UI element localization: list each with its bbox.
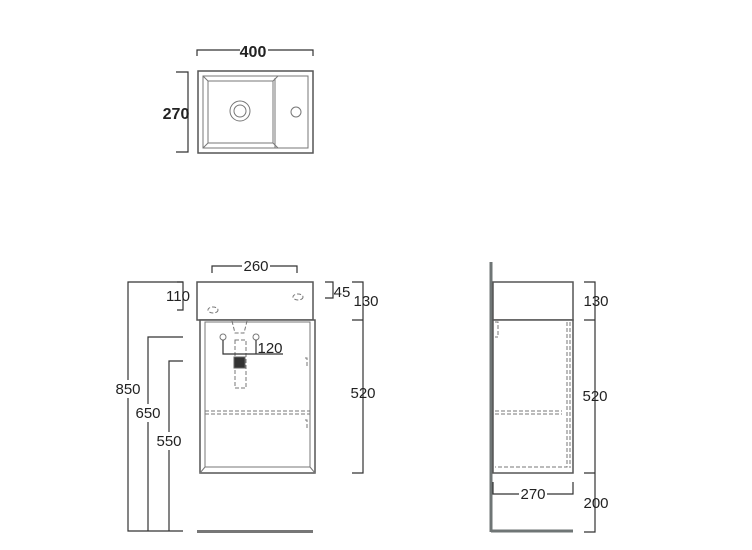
basin-top-outline (197, 70, 314, 154)
side-view: 130 520 200 270 (489, 262, 609, 533)
waste-outlet-icon (233, 356, 246, 369)
dim-width: 400 (240, 44, 267, 61)
side-dim-basin-height: 130 (583, 293, 608, 310)
dim-depth: 270 (163, 106, 190, 123)
side-dim-cabinet-height: 520 (582, 388, 607, 405)
side-dim-floor-clearance: 200 (583, 495, 608, 512)
dim-total-height: 850 (115, 381, 140, 398)
side-dim-depth: 270 (520, 486, 545, 503)
basin-front (196, 281, 314, 321)
floor-line (197, 530, 313, 533)
dim-fixing-spacing: 120 (257, 340, 282, 357)
dim-top-offset: 45 (334, 284, 351, 301)
dim-cabinet-height: 520 (350, 385, 375, 402)
cabinet-side (492, 319, 574, 474)
dim-basin-height: 130 (353, 293, 378, 310)
tap-hole-icon (290, 106, 302, 118)
dim-cabinet-bottom-height: 550 (156, 433, 181, 450)
front-view: 120 260 110 45 130 520 850 650 550 (114, 258, 379, 533)
dim-basin-width: 260 (243, 258, 268, 275)
dim-drain-height: 650 (135, 405, 160, 422)
top-view: 400 270 (163, 44, 314, 154)
cabinet-front (199, 319, 316, 474)
drain-icon (229, 100, 251, 122)
dim-overflow-height: 110 (166, 288, 190, 305)
basin-side (492, 281, 574, 321)
